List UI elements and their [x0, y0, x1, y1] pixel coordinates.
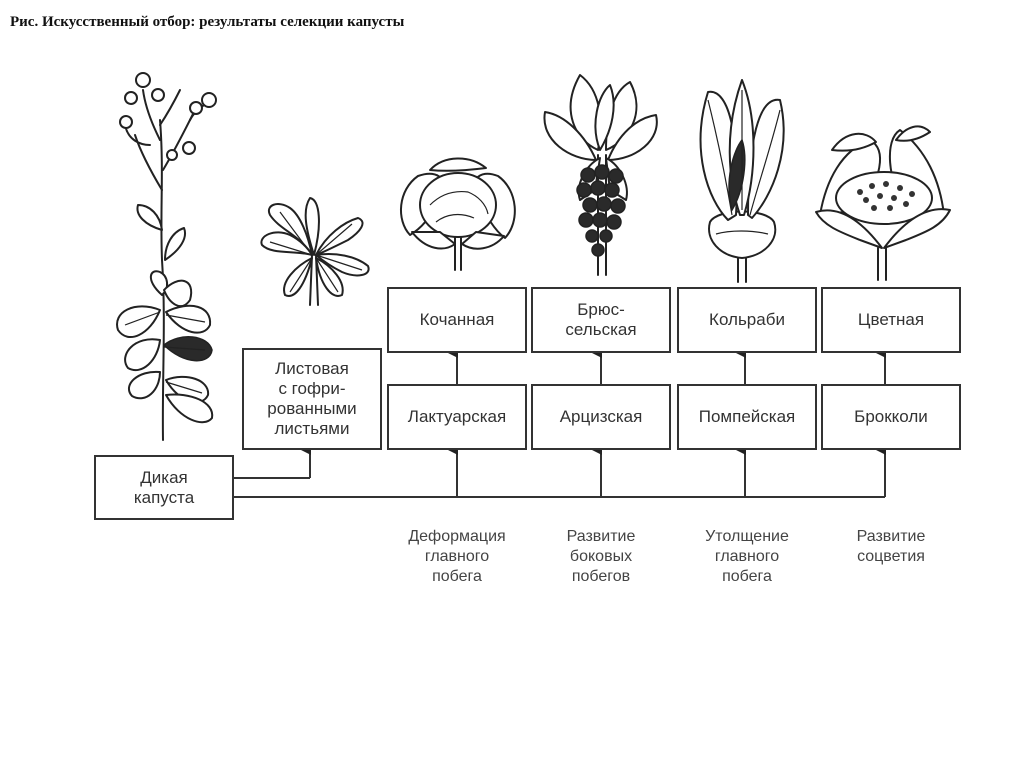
box-wild-cabbage: Дикая капуста — [94, 455, 234, 520]
leafy-kale — [261, 198, 368, 305]
kohlrabi — [701, 80, 784, 282]
head-cabbage — [401, 158, 515, 270]
wild-cabbage-plant — [117, 73, 216, 440]
box-leafy-cabbage: Листовая с гофри- рованными листьями — [242, 348, 382, 450]
box-brussels-sprouts: Брюс- сельская — [531, 287, 671, 353]
caption-main-shoot-deformation: Деформация главного побега — [382, 527, 532, 587]
box-head-cabbage: Кочанная — [387, 287, 527, 353]
box-arciz: Арцизская — [531, 384, 671, 450]
caption-main-shoot-thickening: Утолщение главного побега — [672, 527, 822, 587]
brussels-sprouts — [544, 75, 656, 275]
caption-lateral-shoots: Развитие боковых побегов — [526, 527, 676, 587]
box-cauliflower: Цветная — [821, 287, 961, 353]
box-broccoli: Брокколи — [821, 384, 961, 450]
box-kohlrabi: Кольраби — [677, 287, 817, 353]
cauliflower — [816, 126, 950, 280]
box-lactuar: Лактуарская — [387, 384, 527, 450]
caption-inflorescence: Развитие соцветия — [816, 527, 966, 567]
box-pompei: Помпейская — [677, 384, 817, 450]
